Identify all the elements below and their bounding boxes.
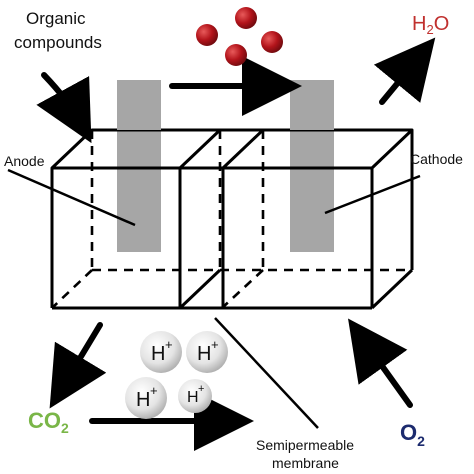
cathode-pointer-line [324,174,421,215]
anode-pointer-line [7,168,136,227]
o2-label: O2 [400,420,425,449]
o2-input-arrow [348,318,413,408]
anode-electrode-top [117,80,161,130]
proton: H + [140,331,182,373]
co2-label: CO2 [28,408,69,436]
electron-group [196,7,283,66]
svg-text:+: + [211,337,219,352]
anode-label: Anode [4,153,45,169]
water-label: H2O [412,13,449,37]
cathode-label: Cathode [410,151,463,167]
membrane-panels [178,128,265,310]
svg-text:H: H [187,389,199,406]
cathode-electrode-top [290,80,334,130]
co2-output-arrow [49,322,107,409]
membrane-pointer-line [214,317,319,429]
electron [235,7,257,29]
svg-text:H: H [151,343,165,365]
electron [261,31,283,53]
svg-text:+: + [165,337,173,352]
membrane-label-line1: Semipermeable [256,437,354,453]
membrane-label-line2: membrane [272,455,339,471]
hidden-edges [51,130,412,309]
svg-text:H: H [197,343,211,365]
cell-box [50,128,414,310]
proton-group: H + H + H + H + [125,331,228,419]
arrows [36,37,436,451]
organic-input-arrow [36,72,92,144]
organic-compounds-label-line1: Organic [26,9,86,28]
water-output-arrow [373,37,436,105]
svg-text:H: H [136,389,150,411]
electron [196,24,218,46]
proton: H + [125,377,167,419]
svg-text:+: + [150,383,158,398]
proton: H + [186,331,228,373]
organic-compounds-label-line2: compounds [14,33,102,52]
electron [225,44,247,66]
proton: H + [178,379,212,413]
svg-text:+: + [198,383,204,395]
